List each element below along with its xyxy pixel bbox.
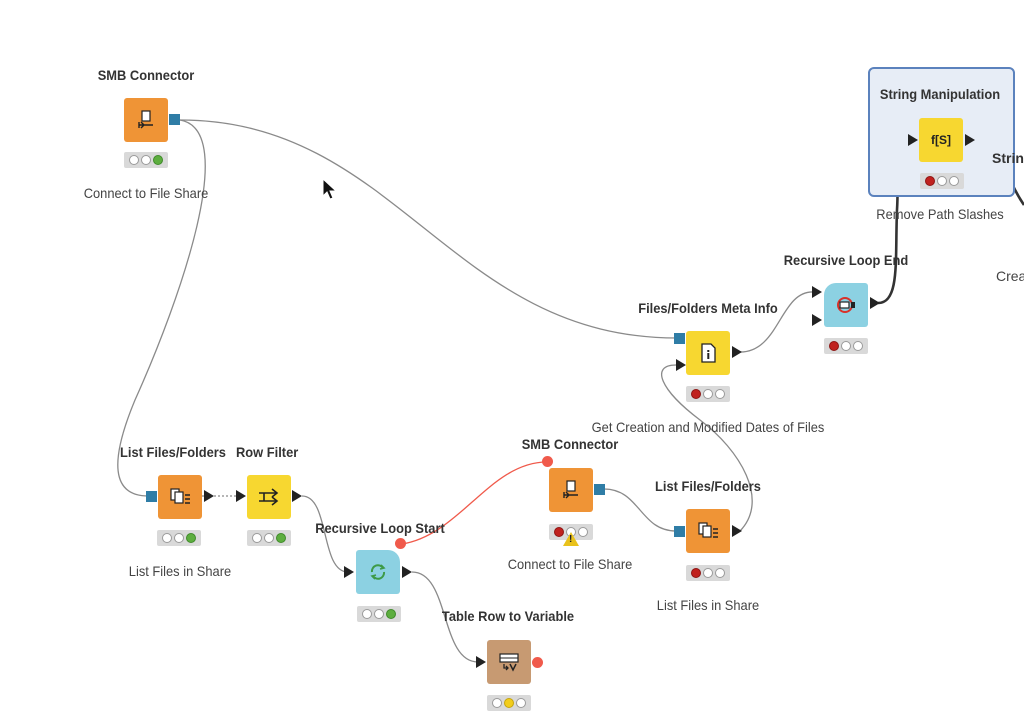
connection-smb1-metainfo[interactable]	[179, 119, 681, 339]
node-annotation[interactable]: List Files in Share	[656, 597, 760, 613]
node-annotation[interactable]: List Files in Share	[128, 563, 232, 579]
node-title: String Manipulation	[879, 86, 1001, 102]
output-port-table[interactable]	[965, 134, 975, 146]
connection-rowfilter-loopstart[interactable]	[301, 495, 349, 573]
output-port-table[interactable]	[402, 566, 412, 578]
node-title: Recursive Loop Start	[315, 520, 445, 536]
connection-metainfo-loopend[interactable]	[739, 291, 815, 353]
node-annotation[interactable]: Connect to File Share	[507, 556, 633, 572]
node-title: Files/Folders Meta Info	[638, 300, 778, 316]
output-port-variable[interactable]	[532, 657, 543, 668]
status-traffic-light	[487, 695, 531, 711]
input-port-table[interactable]	[676, 359, 686, 371]
node-smb-connector-2[interactable]: SMB Connector ! Connect to File Share	[508, 436, 633, 576]
list-files-icon[interactable]	[686, 509, 730, 553]
status-traffic-light	[124, 152, 168, 168]
node-list-files-2[interactable]: List Files/Folders List Files in Share	[648, 478, 768, 618]
loop-start-icon[interactable]	[356, 550, 400, 594]
status-traffic-light	[686, 386, 730, 402]
input-port-table-2[interactable]	[812, 314, 822, 326]
node-title: SMB Connector	[521, 436, 619, 452]
connection-smb1-list1[interactable]	[117, 119, 206, 497]
mouse-cursor-icon	[322, 177, 338, 207]
clipped-node-title: Strin	[992, 150, 1024, 166]
input-port-connection[interactable]	[674, 526, 685, 537]
status-traffic-light	[247, 530, 291, 546]
output-port-table[interactable]	[204, 490, 214, 502]
loop-end-icon[interactable]	[824, 283, 868, 327]
input-port-table-1[interactable]	[812, 286, 822, 298]
node-string-manipulation[interactable]: String Manipulation f[S] Remove Path Sla…	[876, 86, 1003, 226]
node-annotation[interactable]: Get Creation and Modified Dates of Files	[591, 419, 825, 435]
input-port-table[interactable]	[236, 490, 246, 502]
connection-smb2-list2[interactable]	[603, 488, 677, 532]
input-port-connection[interactable]	[674, 333, 685, 344]
output-port-variable[interactable]	[395, 538, 406, 549]
status-traffic-light	[357, 606, 401, 622]
node-annotation[interactable]: Remove Path Slashes	[876, 206, 1004, 222]
status-traffic-light	[824, 338, 868, 354]
output-port-table[interactable]	[732, 525, 742, 537]
list-files-icon[interactable]	[158, 475, 202, 519]
string-manipulation-icon[interactable]: f[S]	[919, 118, 963, 162]
row-filter-icon[interactable]	[247, 475, 291, 519]
output-port-table[interactable]	[292, 490, 302, 502]
table-to-variable-icon[interactable]	[487, 640, 531, 684]
info-icon[interactable]	[686, 331, 730, 375]
node-title: List Files/Folders	[120, 444, 226, 460]
node-row-filter[interactable]: Row Filter	[230, 444, 350, 584]
input-port-connection[interactable]	[146, 491, 157, 502]
input-port-table[interactable]	[908, 134, 918, 146]
status-traffic-light	[920, 173, 964, 189]
node-table-row-to-variable[interactable]: Table Row to Variable	[442, 608, 574, 727]
file-connector-icon[interactable]	[549, 468, 593, 512]
output-port-connection[interactable]	[594, 484, 605, 495]
warning-icon[interactable]: !	[563, 532, 579, 546]
output-port-connection[interactable]	[169, 114, 180, 125]
file-connector-icon[interactable]	[124, 98, 168, 142]
node-list-files-1[interactable]: List Files/Folders List Files in Share	[120, 444, 240, 584]
node-recursive-loop-end[interactable]: Recursive Loop End	[784, 252, 908, 392]
node-smb-connector-1[interactable]: SMB Connector Connect to File Share	[84, 66, 209, 206]
node-title: Row Filter	[236, 444, 299, 460]
connection-list2-metainfo[interactable]	[660, 364, 753, 532]
clipped-node-annotation: Crea	[996, 268, 1024, 284]
node-title: List Files/Folders	[655, 478, 761, 494]
output-port-table[interactable]	[870, 297, 880, 309]
node-annotation[interactable]: Connect to File Share	[83, 185, 209, 201]
status-traffic-light	[157, 530, 201, 546]
node-files-folders-meta-info[interactable]: Files/Folders Meta Info Get Creation and…	[592, 300, 825, 440]
input-port-table[interactable]	[476, 656, 486, 668]
output-port-table[interactable]	[732, 346, 742, 358]
status-traffic-light	[686, 565, 730, 581]
input-port-table[interactable]	[344, 566, 354, 578]
node-title: Recursive Loop End	[783, 252, 909, 268]
node-title: SMB Connector	[97, 67, 195, 83]
node-title: Table Row to Variable	[441, 608, 575, 624]
connection-loopstart-tablerow[interactable]	[411, 571, 479, 663]
input-port-variable[interactable]	[542, 456, 553, 467]
connection-loopstart-smb2[interactable]	[401, 461, 548, 545]
node-recursive-loop-start[interactable]: Recursive Loop Start	[315, 520, 445, 660]
